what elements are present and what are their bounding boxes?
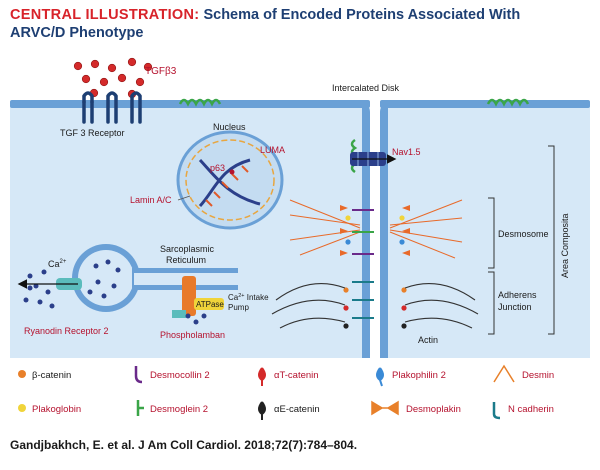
cell-membrane-top-left [10, 100, 370, 108]
legend-label-desmoplakin: Desmoplakin [406, 404, 461, 415]
cell-membrane-top-right [380, 100, 590, 108]
ca-intake-label: Ca2+ Intake [228, 293, 269, 302]
actin-label: Actin [418, 335, 438, 345]
ca-intake-pump-label: Pump [228, 303, 249, 312]
nav15-channel [350, 152, 397, 166]
orange-dot-icon [18, 370, 26, 378]
red-drop-icon [258, 367, 266, 386]
nucleus [176, 130, 284, 230]
sarcoplasmic-label-2: Reticulum [166, 255, 206, 265]
legend-label-beta-catenin: β-catenin [32, 370, 71, 381]
intercalated-disk-right [380, 104, 388, 358]
citation: Gandjbakhch, E. et al. J Am Coll Cardiol… [10, 438, 358, 452]
cytoplasm-left [10, 103, 366, 358]
adherens-label-1: Adherens [498, 290, 537, 300]
title-line1: Schema of Encoded Proteins Associated Wi… [203, 7, 521, 23]
legend-label-desmocollin: Desmocollin 2 [150, 370, 210, 381]
legend: β-catenin Desmocollin 2 αT-catenin Plako… [18, 364, 554, 420]
black-drop-icon [258, 401, 266, 420]
tgf-receptors [82, 91, 142, 124]
sarcoplasmic-reticulum [56, 244, 238, 318]
title-lead: CENTRAL ILLUSTRATION: [10, 7, 200, 23]
desmosome-structure [271, 199, 479, 329]
legend-label-n-cadherin: N cadherin [508, 404, 554, 415]
atpase-label: ATPase [196, 300, 224, 309]
legend-label-at-catenin: αT-catenin [274, 370, 319, 381]
tgf-beta3-ligands [73, 57, 153, 99]
legend-label-plakoglobin: Plakoglobin [32, 404, 81, 415]
lamin-label: Lamin A/C [130, 195, 172, 205]
nucleus-label: Nucleus [213, 122, 246, 132]
purple-hook-icon [134, 366, 143, 384]
desmosome-label: Desmosome [498, 229, 549, 239]
orange-bowtie-icon [371, 400, 399, 416]
ca-left-label: Ca2+ [48, 259, 67, 269]
nav15-label: Nav1.5 [392, 147, 421, 157]
legend-label-plakophilin: Plakophilin 2 [392, 370, 446, 381]
green-fork-icon [136, 400, 144, 416]
legend-label-desmin: Desmin [522, 370, 554, 381]
region-brackets [488, 145, 555, 335]
tgf-receptor-label: TGF 3 Receptor [60, 128, 125, 138]
title-line2: ARVC/D Phenotype [10, 25, 144, 41]
intercalated-disk-label: Intercalated Disk [332, 83, 400, 93]
tgf-beta3-label: TGFβ3 [145, 66, 177, 77]
adherens-label-2: Junction [498, 302, 532, 312]
area-composita-label: Area Composita [560, 213, 570, 278]
p63-label: p63 [210, 163, 225, 173]
legend-label-ae-catenin: αE-catenin [274, 404, 320, 415]
cytoplasm-right [384, 103, 590, 358]
legend-label-desmoglein: Desmoglein 2 [150, 404, 208, 415]
phospholamban-label: Phospholamban [160, 330, 225, 340]
orange-chevron-icon [493, 364, 515, 383]
figure-title: CENTRAL ILLUSTRATION: Schema of Encoded … [10, 6, 590, 42]
ryanodin-label: Ryanodin Receptor 2 [24, 326, 109, 336]
sarcoplasmic-label-1: Sarcoplasmic [160, 244, 215, 254]
yellow-dot-icon [18, 404, 26, 412]
teal-hook-icon [492, 402, 501, 420]
blue-drop-icon [376, 367, 384, 387]
arvc-schema-diagram: TGFβ3 TGF 3 Receptor Intercalated Disk N… [10, 57, 590, 358]
calcium-ions [23, 259, 207, 325]
luma-label: LUMA [260, 145, 285, 155]
